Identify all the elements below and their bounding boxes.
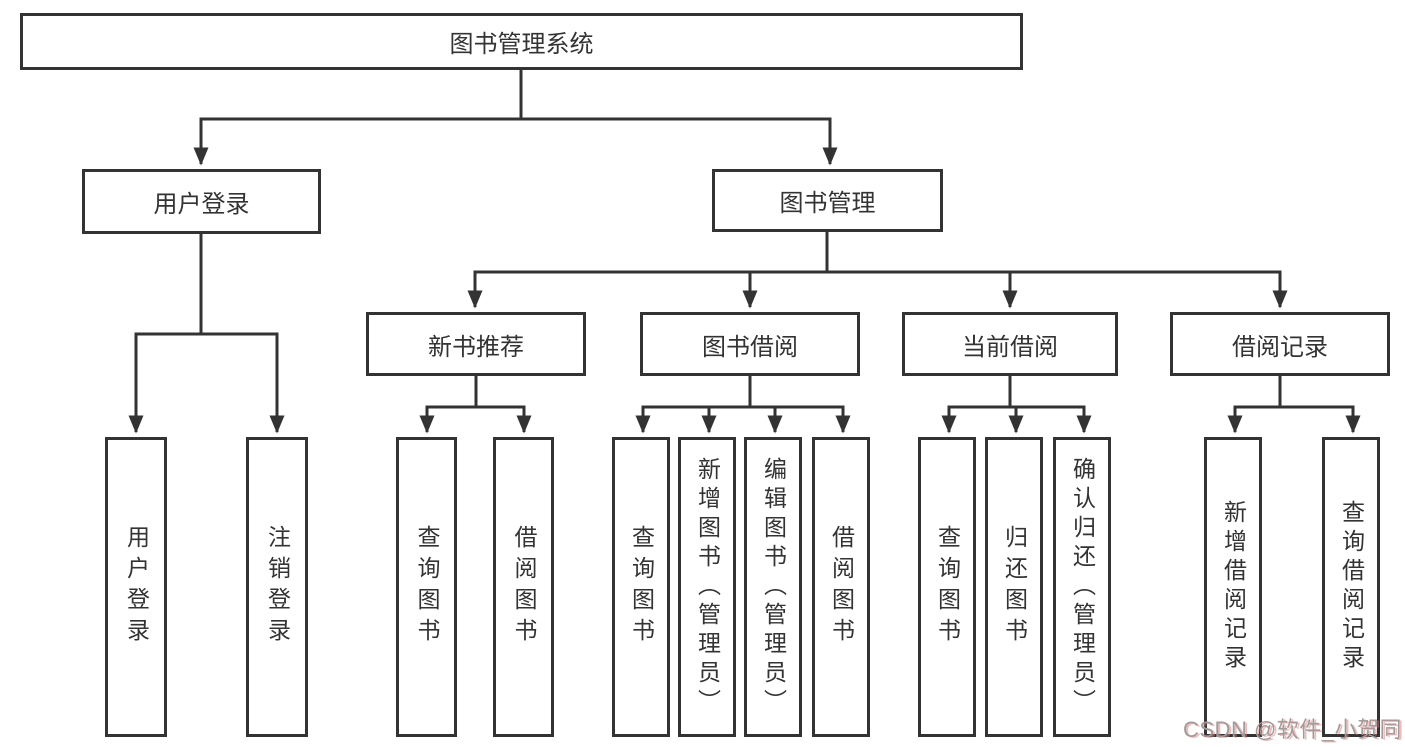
leaf-query-borrow-record: 查询借阅记录: [1322, 437, 1380, 737]
node-borrow-records: 借阅记录: [1170, 312, 1390, 376]
node-book-borrow: 图书借阅: [640, 312, 860, 376]
leaf-logout: 注销登录: [246, 437, 308, 737]
leaf-edit-books-admin: 编辑图书（管理员）: [744, 437, 802, 737]
leaf-add-borrow-record: 新增借阅记录: [1204, 437, 1262, 737]
leaf-return-books: 归还图书: [985, 437, 1043, 737]
node-new-book-recommend: 新书推荐: [366, 312, 586, 376]
leaf-query-books-recommend: 查询图书: [396, 437, 457, 737]
node-root-library-system: 图书管理系统: [20, 13, 1023, 70]
leaf-query-books-borrow: 查询图书: [612, 437, 670, 737]
leaf-borrow-books-recommend: 借阅图书: [493, 437, 554, 737]
leaf-user-login: 用户登录: [105, 437, 167, 737]
node-current-borrow: 当前借阅: [902, 312, 1118, 376]
node-user-login-branch: 用户登录: [82, 169, 321, 234]
leaf-query-books-current: 查询图书: [918, 437, 976, 737]
csdn-watermark: CSDN @软件_小贺同学: [1183, 717, 1403, 742]
leaf-add-books-admin: 新增图书（管理员）: [678, 437, 736, 737]
node-book-management-branch: 图书管理: [712, 169, 943, 232]
leaf-borrow-books: 借阅图书: [812, 437, 870, 737]
leaf-confirm-return-admin: 确认归还（管理员）: [1053, 437, 1111, 737]
